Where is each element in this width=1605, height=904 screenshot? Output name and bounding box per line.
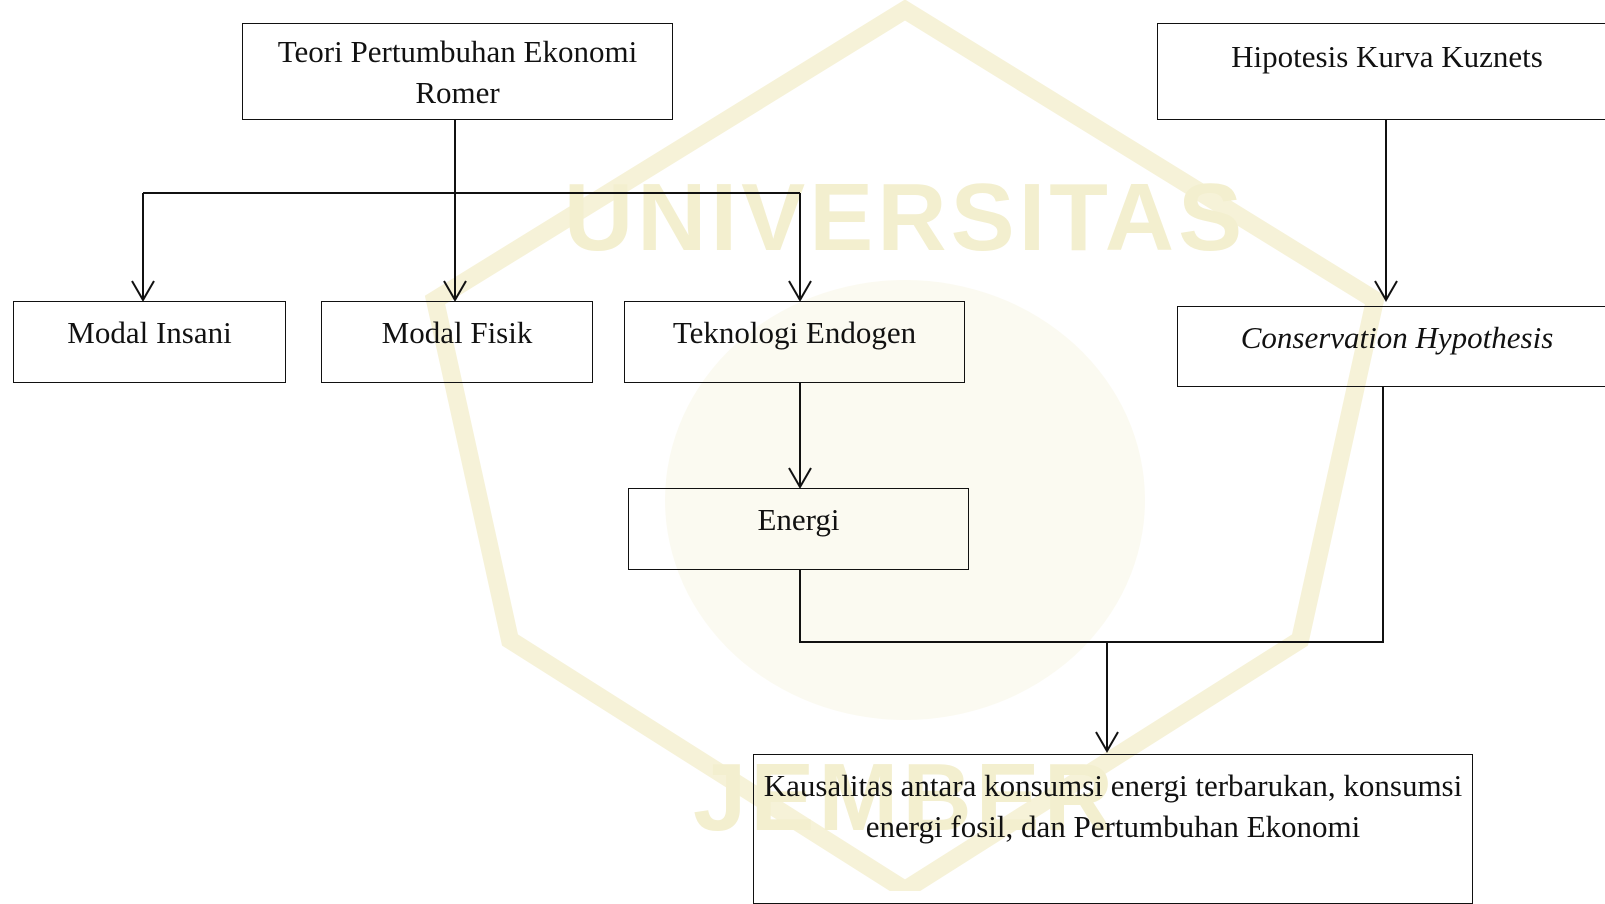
arrowhead-conservation (1374, 280, 1398, 302)
connector-energi-merge (799, 387, 1384, 643)
node-kuznets-hypothesis: Hipotesis Kurva Kuznets (1157, 23, 1605, 120)
node-modal-insani: Modal Insani (13, 301, 286, 383)
arrowhead-insani (131, 280, 155, 302)
node-kausalitas-label: Kausalitas antara konsumsi energi terbar… (763, 768, 1463, 844)
arrowhead-kausalitas (1095, 731, 1119, 753)
node-energi-label: Energi (757, 502, 840, 537)
node-modal-fisik-label: Modal Fisik (381, 315, 533, 350)
node-romer-label: Teori Pertumbuhan Ekonomi Romer (277, 33, 638, 110)
node-romer-growth-theory: Teori Pertumbuhan Ekonomi Romer (242, 23, 673, 120)
arrowhead-tekno (788, 280, 812, 302)
arrowhead-energi (788, 467, 812, 489)
node-kausalitas: Kausalitas antara konsumsi energi terbar… (753, 754, 1473, 904)
arrowhead-fisik (443, 280, 467, 302)
node-modal-fisik: Modal Fisik (321, 301, 593, 383)
node-conservation-label: Conservation Hypothesis (1240, 320, 1554, 355)
node-energi: Energi (628, 488, 969, 570)
node-kuznets-label: Hipotesis Kurva Kuznets (1231, 39, 1543, 74)
node-modal-insani-label: Modal Insani (67, 315, 232, 350)
node-teknologi-endogen: Teknologi Endogen (624, 301, 965, 383)
node-conservation-hypothesis: Conservation Hypothesis (1177, 306, 1605, 387)
node-teknologi-endogen-label: Teknologi Endogen (672, 315, 917, 350)
